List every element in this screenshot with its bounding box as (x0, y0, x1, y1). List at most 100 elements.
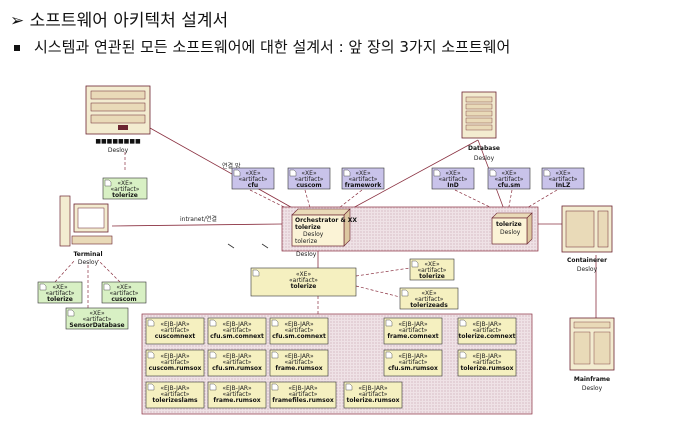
document-icon (459, 351, 467, 359)
artifact-mid-2[interactable]: «XE»«artifact»tolerizeads (399, 287, 459, 310)
terminal-node[interactable]: Terminal Desloy (59, 195, 113, 266)
artifact-mid-1[interactable]: «XE»«artifact»tolerize (409, 258, 455, 281)
artifact-box (457, 349, 517, 377)
artifact-grid-8[interactable]: «EJB-JAR»«artifact»cfu.sm.rumsox (383, 349, 443, 377)
artifact-left-bottom-0[interactable]: «XE»«artifact»tolerize (37, 281, 83, 304)
mainframe-name: Mainframe (574, 376, 610, 383)
artifact-box (341, 167, 385, 190)
artifact-grid-5[interactable]: «EJB-JAR»«artifact»cuscom.rumsox (145, 349, 205, 377)
dependency-arrow (97, 259, 121, 283)
artifact-grid-2[interactable]: «EJB-JAR»«artifact»cfu.sm.comnext (269, 317, 329, 345)
document-icon (411, 260, 419, 268)
artifact-ty: «artifact» (285, 327, 314, 334)
artifact-grid-9[interactable]: «EJB-JAR»«artifact»tolerize.rumsox (457, 349, 517, 377)
artifact-left-bottom-1[interactable]: «XE»«artifact»cuscom (101, 281, 147, 304)
artifact-box (102, 177, 148, 200)
artifact-ty: «artifact» (239, 176, 268, 183)
artifact-st: «EJB-JAR» (222, 353, 252, 360)
artifact-st: «XE» (89, 310, 105, 317)
right-node-line1: tolerize (496, 221, 522, 228)
artifact-ty: «artifact» (549, 176, 578, 183)
artifact-nm: cfu.sm.rumsox (212, 365, 262, 372)
container-node[interactable]: Containerer Desloy (561, 205, 613, 273)
artifact-right-purple-0[interactable]: «XE»«artifact»InD (431, 167, 475, 190)
right-node-line2: Desloy (500, 229, 521, 236)
center-node[interactable]: Orchestrator & XX tolerize Desloy toleri… (291, 208, 357, 247)
document-icon (147, 351, 155, 359)
artifact-right-purple-1[interactable]: «XE»«artifact»cfu.sm (487, 167, 531, 190)
dependency-arrow (507, 189, 513, 213)
artifact-mid-0[interactable]: «XE»«artifact»tolerize (250, 267, 357, 297)
document-icon (543, 169, 551, 177)
artifact-st: «EJB-JAR» (472, 321, 502, 328)
artifact-st: «XE» (424, 261, 440, 268)
artifact-nm: tolerizeads (410, 302, 448, 309)
artifact-top-purple-1[interactable]: «XE»«artifact»cuscom (287, 167, 331, 190)
artifact-st: «EJB-JAR» (472, 353, 502, 360)
artifact-nm: cfu.sm.comnext (272, 333, 326, 340)
artifact-grid-6[interactable]: «EJB-JAR»«artifact»cfu.sm.rumsox (207, 349, 267, 377)
database-node[interactable]: Database Desloy (461, 91, 500, 162)
connector (149, 127, 306, 216)
artifact-grid-10[interactable]: «EJB-JAR»«artifact»tolerizeslams (145, 381, 205, 409)
artifact-ty: «artifact» (223, 327, 252, 334)
artifact-nm: cuscom.rumsox (149, 365, 202, 372)
artifact-ty: «artifact» (415, 296, 444, 303)
terminal-sub: Desloy (78, 259, 99, 266)
artifact-grid-3[interactable]: «EJB-JAR»«artifact»frame.comnext (383, 317, 443, 345)
artifact-nm: tolerize.rumsox (460, 365, 513, 372)
artifact-grid-7[interactable]: «EJB-JAR»«artifact»frame.rumsox (269, 349, 329, 377)
artifact-ty: «artifact» (223, 359, 252, 366)
artifact-grid-1[interactable]: «EJB-JAR»«artifact»cfu.sm.comnext (207, 317, 267, 345)
database-name: Database (468, 145, 500, 152)
top-server-name: ■■■■■■■■ (95, 138, 141, 145)
artifact-nm: tolerizeslams (152, 397, 198, 404)
connector (111, 223, 283, 227)
artifact-grid-0[interactable]: «EJB-JAR»«artifact»cuscomnext (145, 317, 205, 345)
artifact-grid-4[interactable]: «EJB-JAR»«artifact»tolerize.comnext (457, 317, 517, 345)
document-icon (289, 169, 297, 177)
artifact-st: «XE» (117, 180, 133, 187)
document-icon (271, 319, 279, 327)
right-node[interactable]: tolerize Desloy (491, 212, 533, 245)
artifact-top-purple-2[interactable]: «XE»«artifact»framework (341, 167, 385, 190)
artifact-box (207, 317, 267, 345)
artifact-box (231, 167, 275, 190)
artifact-box (207, 381, 267, 409)
document-icon (104, 179, 112, 187)
artifact-ty: «artifact» (83, 316, 112, 323)
artifact-grid-11[interactable]: «EJB-JAR»«artifact»frame.rumsox (207, 381, 267, 409)
artifact-top-purple-0[interactable]: «XE»«artifact»cfu (231, 167, 275, 190)
artifact-left-top-0[interactable]: «XE»«artifact»tolerize (102, 177, 148, 200)
arrow-bullet-icon: ➢ (10, 11, 25, 31)
artifact-box (269, 317, 329, 345)
artifact-ty: «artifact» (399, 327, 428, 334)
artifact-nm: frame.rumsox (213, 397, 260, 404)
artifact-left-bottom-2[interactable]: «XE»«artifact»SensorDatabase (65, 307, 129, 330)
artifact-nm: tolerize (291, 283, 317, 290)
artifact-box (101, 281, 147, 304)
mainframe-node[interactable]: Mainframe Desloy (569, 317, 615, 392)
artifact-box (269, 349, 329, 377)
artifact-box (145, 317, 205, 345)
artifact-st: «XE» (445, 170, 461, 177)
artifact-grid-13[interactable]: «EJB-JAR»«artifact»tolerize.rumsox (343, 381, 403, 409)
artifact-st: «EJB-JAR» (358, 385, 388, 392)
top-server-node[interactable]: ■■■■■■■■ Desloy (85, 85, 151, 154)
artifact-ty: «artifact» (223, 391, 252, 398)
artifact-nm: cuscomnext (155, 333, 196, 340)
artifact-grid-12[interactable]: «EJB-JAR»«artifact»framefiles.rumsox (269, 381, 337, 409)
artifact-right-purple-2[interactable]: «XE»«artifact»InLZ (541, 167, 585, 190)
artifact-nm: framework (345, 182, 383, 189)
artifact-ty: «artifact» (46, 290, 75, 297)
artifact-ty: «artifact» (359, 391, 388, 398)
document-icon (147, 319, 155, 327)
document-icon (209, 383, 217, 391)
artifact-st: «XE» (116, 284, 132, 291)
center-node-line4: tolerize (295, 238, 318, 245)
artifact-ty: «artifact» (161, 327, 190, 334)
artifact-box (457, 317, 517, 345)
dependency-arrow (355, 285, 401, 298)
artifact-nm: cuscom (111, 296, 136, 303)
artifact-box (145, 381, 205, 409)
